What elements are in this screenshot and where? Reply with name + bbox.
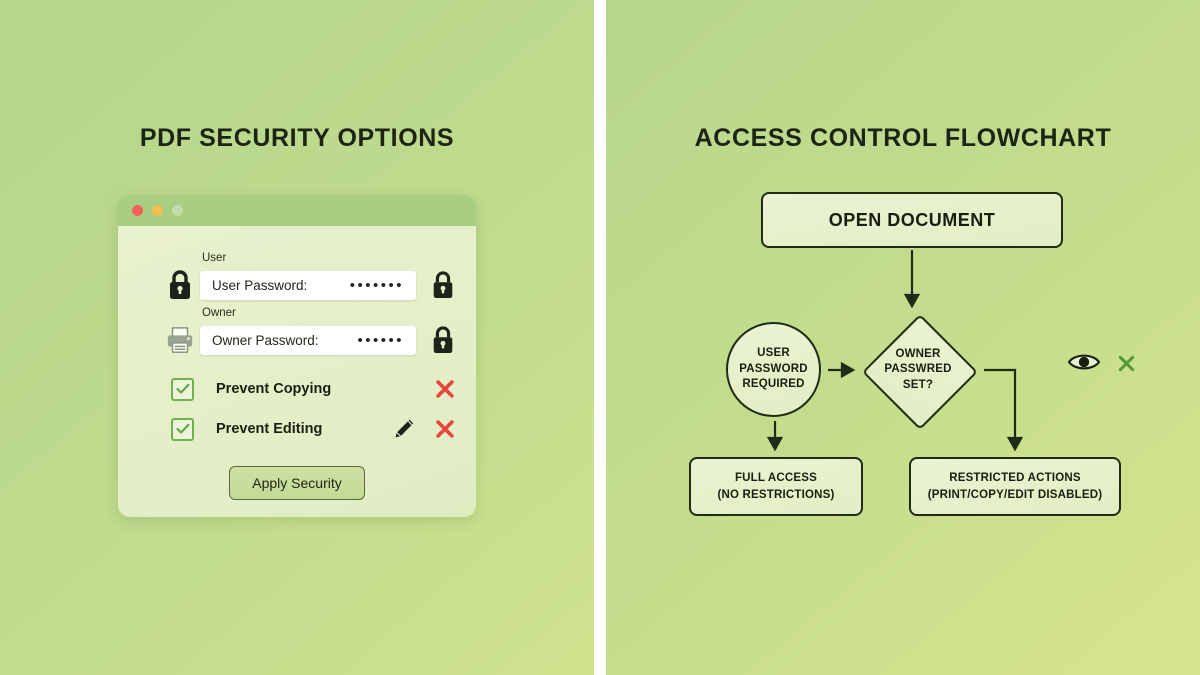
user-password-label: User Password: — [212, 277, 308, 293]
panel-divider — [594, 0, 606, 675]
prevent-copying-row: Prevent Copying — [118, 374, 476, 404]
maximize-dot-icon[interactable] — [172, 205, 183, 216]
flow-node-open-document[interactable]: OPEN DOCUMENT — [761, 192, 1063, 248]
flow-node-line: USER — [757, 347, 790, 360]
diamond-label: OWNER PASSWRED SET? — [856, 316, 980, 424]
red-x-icon — [422, 418, 468, 440]
prevent-editing-checkbox[interactable] — [171, 417, 194, 441]
right-panel-title: ACCESS CONTROL FLOWCHART — [694, 124, 1112, 152]
pencil-icon[interactable] — [386, 417, 422, 441]
printer-icon — [160, 325, 200, 355]
owner-field-caption: Owner — [202, 306, 236, 319]
lock-icon — [422, 270, 464, 300]
window-titlebar — [118, 195, 476, 226]
owner-password-input[interactable]: Owner Password: •••••• — [200, 325, 416, 355]
window-body: User User Password: ••••••• — [118, 226, 476, 517]
minimize-dot-icon[interactable] — [152, 205, 163, 216]
pdf-security-window: User User Password: ••••••• — [118, 195, 476, 517]
prevent-editing-row: Prevent Editing — [118, 414, 476, 444]
check-icon — [175, 423, 190, 434]
red-x-icon — [422, 378, 468, 400]
lock-icon — [422, 325, 464, 355]
prevent-copying-checkbox[interactable] — [171, 377, 194, 401]
left-panel-title: PDF SECURITY OPTIONS — [139, 124, 455, 152]
green-x-icon[interactable] — [1117, 354, 1136, 378]
flow-node-full-access[interactable]: FULL ACCESS (NO RESTRICTIONS) — [689, 457, 863, 516]
apply-security-button[interactable]: Apply Security — [229, 466, 365, 500]
user-password-row: User User Password: ••••••• — [118, 252, 476, 308]
user-password-value: ••••••• — [349, 276, 404, 294]
flow-node-line: PASSWRED — [884, 363, 952, 376]
left-panel: PDF SECURITY OPTIONS — [0, 0, 594, 675]
user-password-input[interactable]: User Password: ••••••• — [200, 270, 416, 300]
flow-node-line: SET? — [902, 378, 934, 391]
flow-node-line: REQUIRED — [742, 378, 805, 391]
owner-password-row: Owner Owner Password: •••••• — [118, 307, 476, 363]
flow-node-user-password-required[interactable]: USER PASSWORD REQUIRED — [726, 322, 821, 417]
check-icon — [175, 383, 190, 394]
apply-security-wrap: Apply Security — [118, 466, 476, 500]
owner-password-label: Owner Password: — [212, 332, 319, 348]
close-dot-icon[interactable] — [132, 205, 143, 216]
owner-password-value: •••••• — [357, 331, 404, 349]
right-panel: ACCESS CONTROL FLOWCHART OPEN DOCUMENT — [606, 0, 1200, 675]
lock-icon — [160, 269, 200, 301]
prevent-editing-label: Prevent Editing — [216, 421, 323, 437]
prevent-copying-label: Prevent Copying — [216, 381, 332, 397]
eye-icon[interactable] — [1067, 350, 1101, 379]
flow-node-line: RESTRICTED ACTIONS — [949, 472, 1081, 485]
flow-node-line: (NO RESTRICTIONS) — [717, 488, 835, 501]
flow-node-line: PASSWORD — [739, 362, 808, 375]
flow-node-owner-password-set[interactable]: OWNER PASSWRED SET? — [856, 314, 980, 430]
flow-node-line: FULL ACCESS — [734, 472, 818, 485]
user-password-field-wrap: User User Password: ••••••• — [200, 252, 416, 300]
access-control-flowchart: OPEN DOCUMENT USER PASSWORD REQUIRED OWN… — [606, 0, 1200, 675]
flow-node-line: (PRINT/COPY/EDIT DISABLED) — [927, 488, 1103, 501]
flow-node-restricted-actions[interactable]: RESTRICTED ACTIONS (PRINT/COPY/EDIT DISA… — [909, 457, 1121, 516]
owner-password-field-wrap: Owner Owner Password: •••••• — [200, 307, 416, 355]
user-field-caption: User — [202, 251, 227, 264]
flow-node-line: OWNER — [895, 347, 941, 360]
